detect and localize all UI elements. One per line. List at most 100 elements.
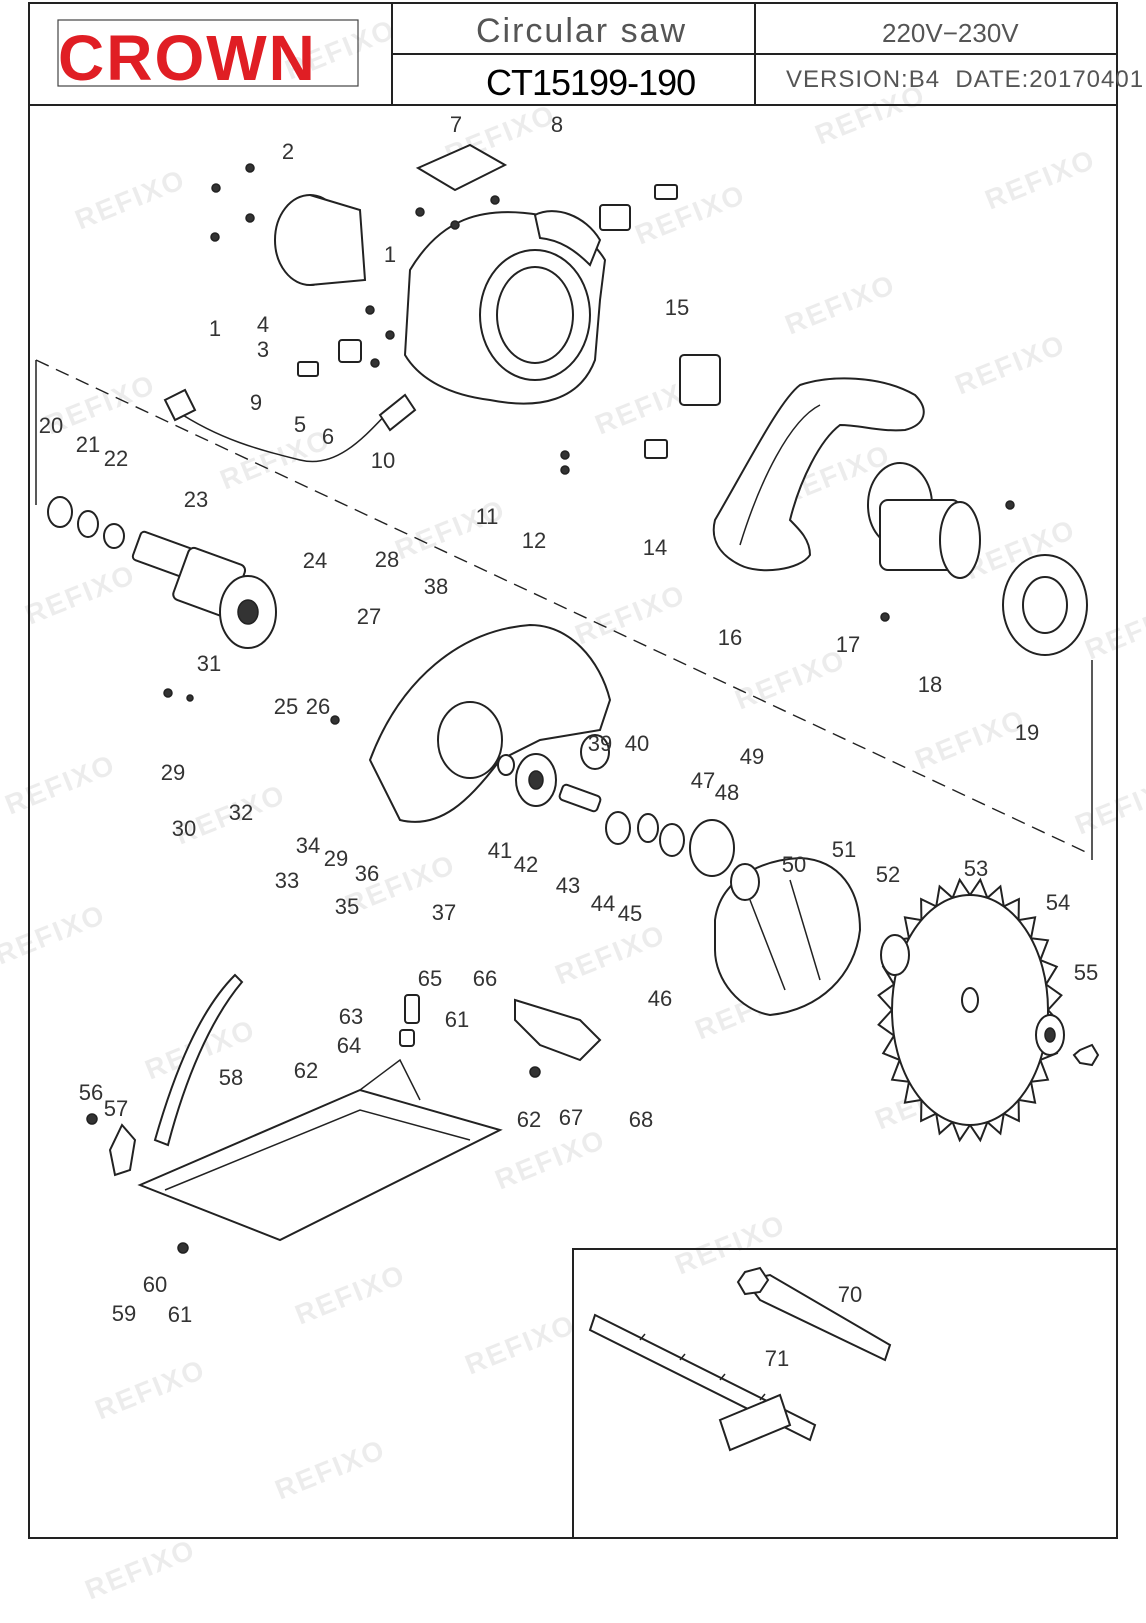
watermark-text: REFIXO [571, 578, 690, 650]
watermark-text: REFIXO [291, 1258, 410, 1330]
part-label-52: 52 [876, 862, 900, 887]
part-label-31: 31 [197, 651, 221, 676]
motor-housing [403, 210, 607, 405]
bevel-bracket [153, 973, 244, 1147]
bearings-front [47, 496, 125, 549]
part-label-60: 60 [143, 1272, 167, 1297]
part-label-47: 47 [691, 768, 715, 793]
part-label-36: 36 [355, 861, 379, 886]
part-label-28: 28 [375, 547, 399, 572]
wrench [736, 1266, 892, 1362]
part-label-20: 20 [39, 413, 63, 438]
part-label-40: 40 [625, 731, 649, 756]
part-label-68: 68 [629, 1107, 653, 1132]
drawing-frame [28, 2, 1118, 1539]
assembly-axis-lines [35, 359, 1093, 860]
part-label-35: 35 [335, 894, 359, 919]
part-label-39: 39 [588, 731, 612, 756]
watermark-text: REFIXO [461, 1308, 580, 1380]
part-label-65: 65 [418, 966, 442, 991]
part-label-34: 34 [296, 833, 320, 858]
watermark-text: REFIXO [551, 918, 670, 990]
watermark-text: REFIXO [671, 1208, 790, 1280]
part-label-67: 67 [559, 1105, 583, 1130]
model-number: CT15199-190 [486, 62, 696, 103]
part-label-46: 46 [648, 986, 672, 1011]
logo-frame [57, 19, 359, 87]
blade-guard [368, 623, 612, 823]
part-label-17: 17 [836, 632, 860, 657]
brand-logo: CROWN [58, 22, 317, 94]
saw-blade [877, 877, 1063, 1143]
part-label-44: 44 [591, 891, 615, 916]
version-text: VERSION:B4 [786, 66, 941, 93]
part-label-6: 6 [322, 424, 334, 449]
part-label-64: 64 [337, 1033, 361, 1058]
part-label-58: 58 [219, 1065, 243, 1090]
part-label-29: 29 [324, 846, 348, 871]
part-label-24: 24 [303, 548, 327, 573]
screws [86, 163, 1015, 1254]
stator [867, 462, 981, 579]
part-label-16: 16 [718, 625, 742, 650]
part-label-66: 66 [473, 966, 497, 991]
part-label-4: 4 [257, 312, 269, 337]
rip-fence [588, 1313, 817, 1452]
part-label-10: 10 [371, 448, 395, 473]
part-label-56: 56 [79, 1080, 103, 1105]
part-label-42: 42 [514, 852, 538, 877]
part-label-54: 54 [1046, 890, 1070, 915]
watermark-text: REFIXO [1071, 768, 1146, 840]
watermark-text: REFIXO [981, 143, 1100, 215]
part-label-12: 12 [522, 528, 546, 553]
watermark-text: REFIXO [1081, 593, 1146, 665]
handle [712, 377, 925, 572]
part-label-7: 7 [450, 112, 462, 137]
part-label-59: 59 [112, 1301, 136, 1326]
watermark-text: REFIXO [0, 898, 110, 970]
part-label-62: 62 [517, 1107, 541, 1132]
part-label-55: 55 [1074, 960, 1098, 985]
part-label-57: 57 [104, 1096, 128, 1121]
part-label-22: 22 [104, 446, 128, 471]
watermark-text: REFIXO [951, 328, 1070, 400]
part-label-62: 62 [294, 1058, 318, 1083]
watermark-text: REFIXO [631, 178, 750, 250]
part-label-15: 15 [665, 295, 689, 320]
part-label-70: 70 [838, 1282, 862, 1307]
part-label-71: 71 [765, 1346, 789, 1371]
watermark-text: REFIXO [781, 268, 900, 340]
voltage-rating: 220V−230V [882, 18, 1019, 48]
version-date: VERSION:B4 DATE:20170401 [786, 66, 1144, 94]
label-plate [415, 143, 508, 192]
watermark-text: REFIXO [1, 748, 120, 820]
part-label-19: 19 [1015, 720, 1039, 745]
part-label-23: 23 [184, 487, 208, 512]
part-label-18: 18 [918, 672, 942, 697]
part-label-38: 38 [424, 574, 448, 599]
watermark-text: REFIXO [491, 1123, 610, 1195]
part-label-21: 21 [76, 432, 100, 457]
watermark-text: REFIXO [21, 558, 140, 630]
part-label-29: 29 [161, 760, 185, 785]
part-label-14: 14 [643, 535, 667, 560]
part-label-50: 50 [782, 852, 806, 877]
depth-parts [108, 994, 602, 1177]
part-label-41: 41 [488, 838, 512, 863]
part-label-53: 53 [964, 856, 988, 881]
part-label-32: 32 [229, 800, 253, 825]
part-label-63: 63 [339, 1004, 363, 1029]
watermark-text: REFIXO [71, 163, 190, 235]
part-label-30: 30 [172, 816, 196, 841]
blade-hardware [880, 934, 1100, 1067]
part-label-48: 48 [715, 780, 739, 805]
part-label-5: 5 [294, 412, 306, 437]
rear-cap [1002, 554, 1088, 656]
base-plate [137, 1058, 503, 1242]
part-label-51: 51 [832, 837, 856, 862]
part-label-61: 61 [445, 1007, 469, 1032]
part-label-49: 49 [740, 744, 764, 769]
